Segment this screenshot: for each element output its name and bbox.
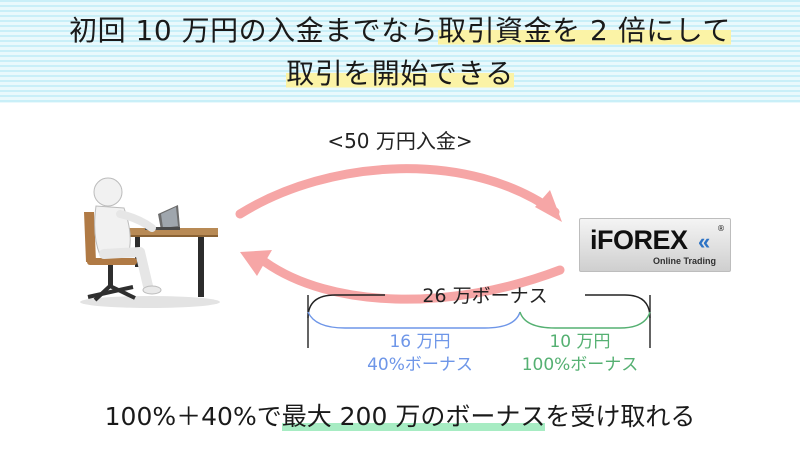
headline-line-1-plain: 初回 10 万円の入金までなら — [69, 14, 439, 47]
summary-caption-part-3: を受け取れる — [545, 402, 696, 431]
person-at-desk-illustration — [80, 177, 220, 308]
total-bonus-label: 26 万ボーナス — [422, 285, 548, 307]
left-bonus-amount: 16 万円 — [389, 332, 451, 352]
logo-wordmark: iFOREX — [590, 225, 688, 255]
headline-line-1: 初回 10 万円の入金までなら取引資金を 2 倍にして — [0, 9, 800, 49]
summary-caption-part-1: 100%＋40%で — [104, 402, 282, 431]
iforex-logo: iFOREX « ® Online Trading — [579, 218, 731, 272]
headline-line-2: 取引を開始できる — [0, 52, 800, 92]
bonus-arrow — [260, 257, 565, 304]
left-bonus-group: 16 万円 40%ボーナス — [320, 331, 520, 377]
logo-tagline: Online Trading — [653, 256, 717, 266]
bonus-arrowhead — [240, 250, 272, 276]
chevron-left-icon: « — [698, 229, 711, 254]
right-bonus-bracket — [519, 311, 651, 329]
deposit-arrow — [235, 164, 560, 219]
registered-mark: ® — [717, 224, 725, 233]
summary-caption-highlight: 最大 200 万のボーナス — [281, 402, 546, 431]
deposit-arrowhead — [535, 190, 562, 222]
right-bonus-group: 10 万円 100%ボーナス — [480, 331, 680, 377]
headline-line-2-highlight: 取引を開始できる — [286, 57, 514, 90]
right-bonus-rate: 100%ボーナス — [521, 355, 639, 375]
left-bonus-rate: 40%ボーナス — [367, 355, 473, 375]
right-bonus-amount: 10 万円 — [549, 332, 611, 352]
deposit-label: <50 万円入金> — [327, 129, 473, 153]
left-bonus-bracket — [307, 311, 521, 329]
headline-line-1-highlight: 取引資金を 2 倍にして — [438, 14, 731, 47]
summary-caption: 100%＋40%で最大 200 万のボーナスを受け取れる — [0, 397, 800, 433]
